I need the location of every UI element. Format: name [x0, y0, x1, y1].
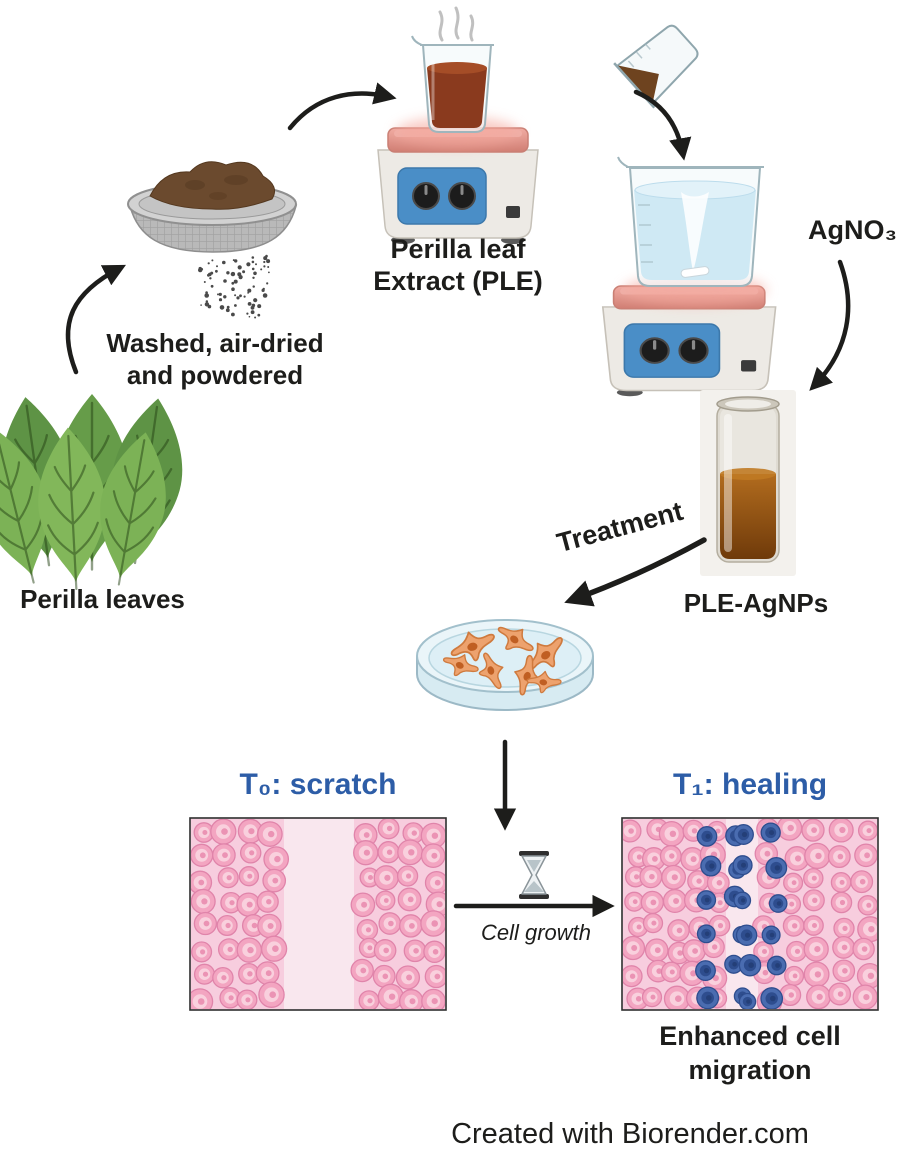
arrow-sieve-to-stirrer	[287, 82, 397, 131]
hourglass-icon	[519, 851, 549, 899]
hotplate-stirrer-agno3	[601, 156, 777, 398]
arrow-leaves-to-sieve	[65, 264, 126, 375]
enhanced-migration-label: Enhanced cell migration	[632, 1020, 868, 1088]
t0-scratch-title: T₀: scratch	[239, 768, 397, 801]
arrow-pour-to-stirrer	[633, 89, 692, 161]
process-label-line2: and powdered	[126, 359, 304, 390]
cell-cluster-right	[751, 819, 877, 1009]
biorender-credit: Created with Biorender.com	[451, 1118, 809, 1150]
cell-cluster-right	[350, 819, 445, 1009]
enhanced-migration-line2: migration	[688, 1054, 812, 1085]
migrating-cells-right	[732, 822, 788, 1009]
sieve-illustration	[127, 161, 298, 319]
hotplate-stirrer-extract	[377, 6, 539, 245]
agno3-beaker	[617, 156, 764, 287]
arrow-stirrer-to-vial	[809, 259, 851, 391]
treatment-arrow	[564, 537, 707, 607]
falling-powder-dots	[198, 254, 271, 319]
extract-label: Perilla leaf Extract (PLE)	[352, 233, 564, 298]
extract-beaker	[411, 35, 494, 133]
agno3-label: AgNO₃	[808, 215, 897, 245]
enhanced-migration-line1: Enhanced cell	[659, 1021, 841, 1051]
steam-icon	[438, 6, 475, 42]
perilla-leaves-illustration	[0, 391, 194, 592]
cell-growth-label: Cell growth	[480, 920, 592, 945]
vortex	[681, 192, 709, 272]
ple-agnps-label: PLE-AgNPs	[683, 588, 829, 618]
cell-cluster-left	[191, 819, 290, 1009]
healing-panel-t1	[621, 817, 879, 1011]
extract-label-line2: Extract (PLE)	[373, 266, 543, 297]
pouring-beaker-illustration	[613, 24, 699, 109]
perilla-leaves-label: Perilla leaves	[20, 584, 185, 614]
petri-dish-illustration	[416, 616, 594, 711]
stir-bar	[680, 266, 710, 278]
extract-label-line1: Perilla leaf	[390, 234, 526, 264]
t1-healing-title: T₁: healing	[672, 768, 828, 801]
cell-cluster-left	[623, 819, 731, 1009]
scratch-panel-t0	[189, 817, 447, 1011]
powder-mound	[149, 161, 275, 210]
process-label-line1: Washed, air-dried	[106, 328, 324, 358]
process-label: Washed, air-dried and powdered	[95, 328, 335, 391]
nanoparticle-vial-photo	[700, 390, 796, 576]
